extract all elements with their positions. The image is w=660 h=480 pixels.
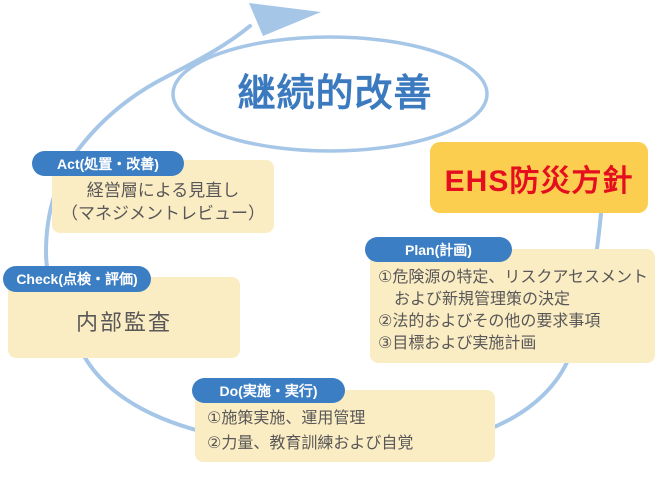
act-stage-pill: Act(処置・改善) [32, 151, 184, 176]
plan-stage-line: ①危険源の特定、リスクアセスメント [378, 269, 649, 286]
check-stage-pill: Check(点検・評価) [3, 266, 151, 292]
cycle-arrowhead-icon [249, 3, 321, 36]
ehs-policy-label: EHS防災方針 [444, 164, 634, 198]
plan-stage-label: Plan(計画) [405, 241, 472, 258]
do-stage-label: Do(実施・実行) [219, 382, 318, 399]
plan-stage-line: ②法的およびその他の要求事項 [378, 313, 601, 330]
check-stage-label: Check(点検・評価) [16, 271, 138, 287]
do-stage-line: ①施策実施、運用管理 [207, 410, 366, 427]
act-stage-label: Act(処置・改善) [57, 155, 159, 172]
cycle-spiral-arc [43, 24, 604, 451]
plan-stage-line: および新規管理策の決定 [378, 291, 571, 308]
act-stage-line: 経営層による見直し [86, 180, 240, 200]
act-stage-line: （マネジメントレビュー） [61, 203, 265, 223]
ehs-policy-box: EHS防災方針 [430, 142, 648, 213]
plan-stage-line: ③目標および実施計画 [378, 335, 537, 352]
plan-stage-pill: Plan(計画) [365, 237, 512, 262]
do-stage-line: ②力量、教育訓練および自覚 [207, 435, 414, 452]
continuous-improvement-ellipse [171, 35, 489, 153]
cycle-title: 継続的改善 [237, 73, 433, 115]
plan-stage-box: ①危険源の特定、リスクアセスメント および新規管理策の決定 ②法的およびその他の… [370, 249, 655, 363]
check-stage-line: 内部監査 [75, 309, 172, 335]
do-stage-pill: Do(実施・実行) [192, 378, 345, 403]
